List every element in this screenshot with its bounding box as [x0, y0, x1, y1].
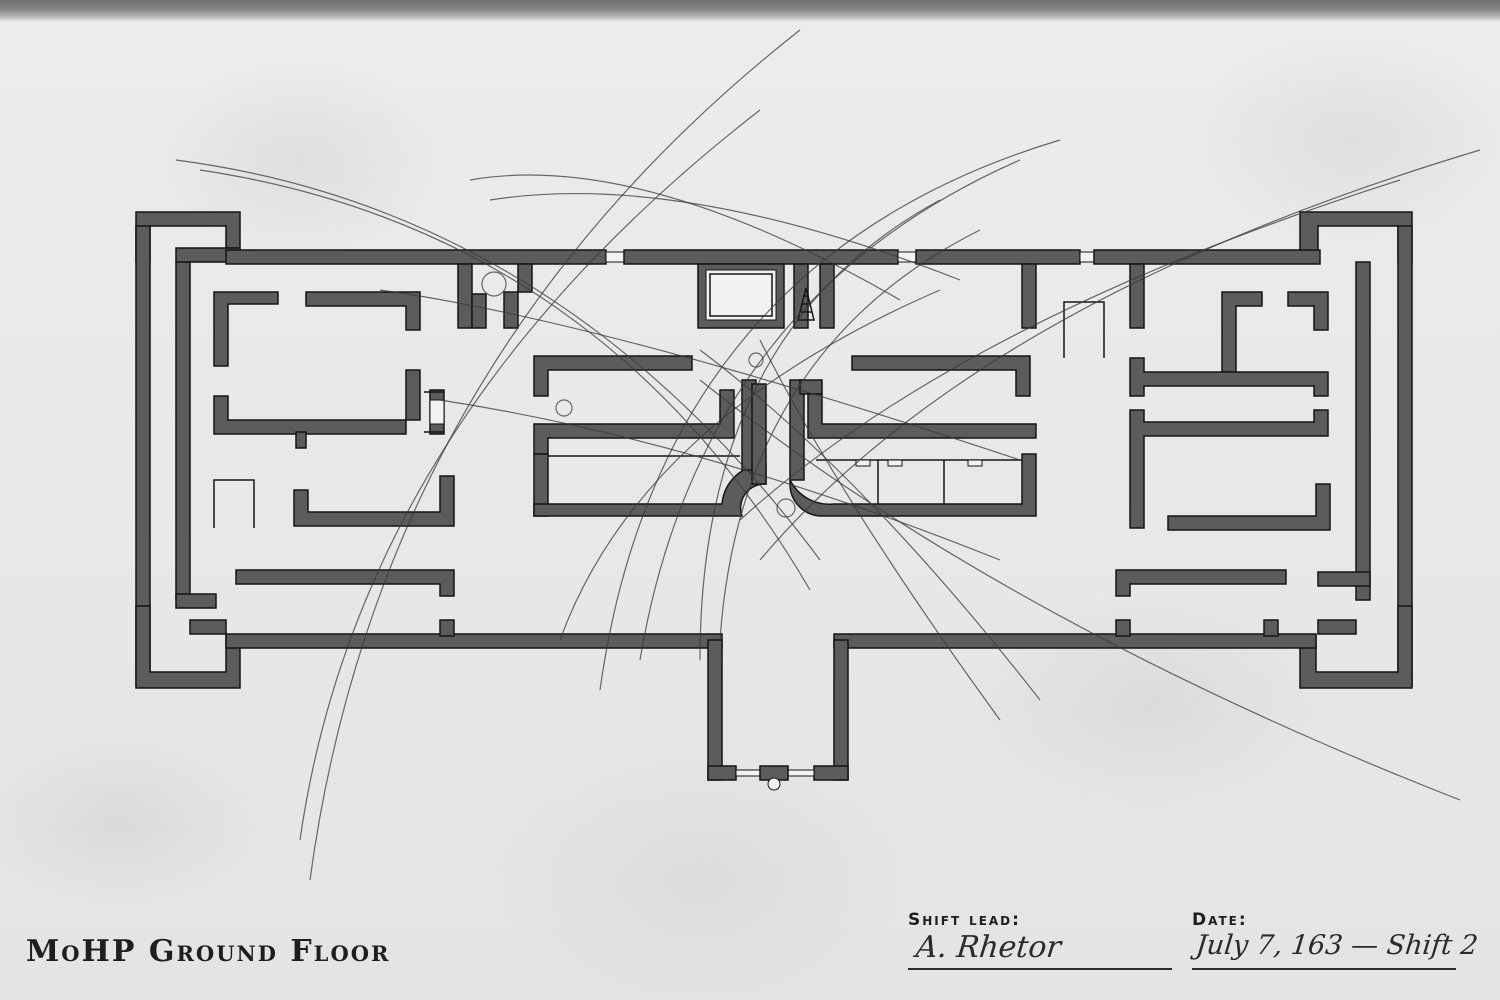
center-core-east-pillar — [789, 379, 805, 481]
date-signature-line — [1192, 968, 1456, 970]
west-closet-frame — [424, 391, 444, 433]
center-west-room-floor — [533, 463, 767, 517]
west-north-stub-2 — [471, 293, 487, 329]
date-label: Date: — [1192, 910, 1248, 930]
center-east-window-2 — [887, 459, 903, 467]
west-corridor-wall — [235, 569, 455, 597]
west-room-3-stub — [295, 431, 307, 449]
center-east-mid-wall — [807, 393, 1037, 439]
center-east-window-3 — [967, 459, 983, 467]
pencil-arc — [559, 289, 941, 641]
entrance-door-east — [787, 769, 815, 777]
outer-walls — [135, 211, 1413, 791]
center-core-east-pillar-2 — [799, 379, 823, 395]
east-inner-bottom-wall — [1317, 571, 1371, 587]
south-wall-west — [225, 633, 723, 649]
pencil-arc — [379, 289, 1021, 461]
map-title: MoHP Ground Floor — [26, 934, 391, 969]
annex-west-wall — [707, 639, 723, 781]
west-room-2-wall — [305, 291, 421, 331]
north-east-stub-2 — [1129, 263, 1145, 329]
pencil-arc — [719, 229, 981, 641]
annex-south-wall-east — [813, 765, 849, 781]
shift-lead-label: Shift lead: — [908, 910, 1021, 930]
west-inner-wall — [175, 261, 191, 601]
north-window-1 — [605, 251, 625, 263]
center-west-upper-wall — [533, 355, 693, 397]
west-north-stub-3 — [503, 291, 519, 329]
west-inner-bottom-wall-2 — [189, 619, 227, 635]
pencil-arc — [699, 199, 941, 661]
north-wall-west — [225, 249, 607, 265]
pencil-arc — [489, 192, 961, 281]
date-value: July 7, 163 — Shift 2 — [1194, 930, 1480, 961]
pencil-arc — [639, 159, 1021, 661]
east-corridor-wall — [1115, 569, 1287, 597]
north-east-stub — [1021, 263, 1037, 329]
pencil-arc — [699, 379, 1461, 801]
pencil-circle-mark — [481, 271, 507, 297]
pencil-arc — [599, 139, 1061, 691]
shift-lead-signature-line — [908, 968, 1172, 970]
east-wing-south-wall — [1299, 605, 1413, 689]
pencil-arc — [469, 174, 901, 301]
east-inner-wall — [1355, 261, 1371, 601]
east-room-1-wall — [1221, 291, 1263, 373]
entrance-lamp — [767, 777, 781, 791]
annex-south-wall-west — [707, 765, 737, 781]
east-inner-bottom-wall-2 — [1317, 619, 1357, 635]
pencil-circle-mark — [555, 399, 573, 417]
east-south-stub-2 — [1263, 619, 1279, 637]
west-north-stub-4 — [517, 263, 533, 293]
west-south-stub — [439, 619, 455, 637]
center-east-room-dividers — [816, 459, 1022, 504]
east-room-3-wall — [1129, 357, 1329, 397]
pencil-arc — [759, 149, 1481, 561]
east-south-stub-1 — [1115, 619, 1131, 637]
center-east-room-floor — [789, 453, 1037, 517]
west-closet-door — [429, 399, 445, 425]
pencil-arc — [175, 159, 821, 561]
north-window-3 — [1079, 251, 1095, 263]
west-room-1-wall — [213, 291, 279, 367]
center-core-west-pillar-2 — [751, 383, 767, 485]
west-room-3-wall — [213, 369, 421, 435]
interior-walls-east — [1115, 291, 1331, 637]
pencil-arc — [309, 29, 801, 881]
north-wall-east-2 — [1093, 249, 1321, 265]
interior-walls-center — [533, 263, 1145, 517]
pencil-construction-arcs — [175, 29, 1481, 881]
west-north-stub-1 — [457, 263, 473, 329]
west-inner-bottom-wall — [175, 593, 217, 609]
pencil-circle-mark — [776, 498, 796, 518]
east-room-2-wall — [1287, 291, 1329, 331]
pencil-arc — [299, 109, 761, 841]
north-east-stall — [1063, 301, 1105, 358]
west-stall-1 — [213, 479, 255, 528]
stair-well — [705, 269, 777, 321]
pencil-arc — [439, 399, 1001, 561]
west-wing-south-wall — [135, 605, 241, 689]
stair-well-inner — [709, 273, 773, 317]
annex-east-wall — [833, 639, 849, 781]
south-wall-east — [833, 633, 1317, 649]
pencil-circle-mark — [748, 352, 764, 368]
interior-walls-west — [213, 263, 533, 637]
west-room-4-wall — [293, 475, 455, 527]
torn-paper-edge — [0, 0, 1500, 22]
pencil-arc — [759, 339, 1001, 721]
pencil-arc — [739, 179, 1401, 521]
pencil-arc — [699, 349, 1041, 701]
shift-lead-value: A. Rhetor — [914, 930, 1063, 965]
east-room-4-wall — [1129, 409, 1329, 529]
pencil-arc — [199, 169, 811, 591]
entrance-door-west — [735, 769, 761, 777]
east-room-5-wall — [1167, 483, 1331, 531]
north-core-stub-2 — [819, 263, 835, 329]
